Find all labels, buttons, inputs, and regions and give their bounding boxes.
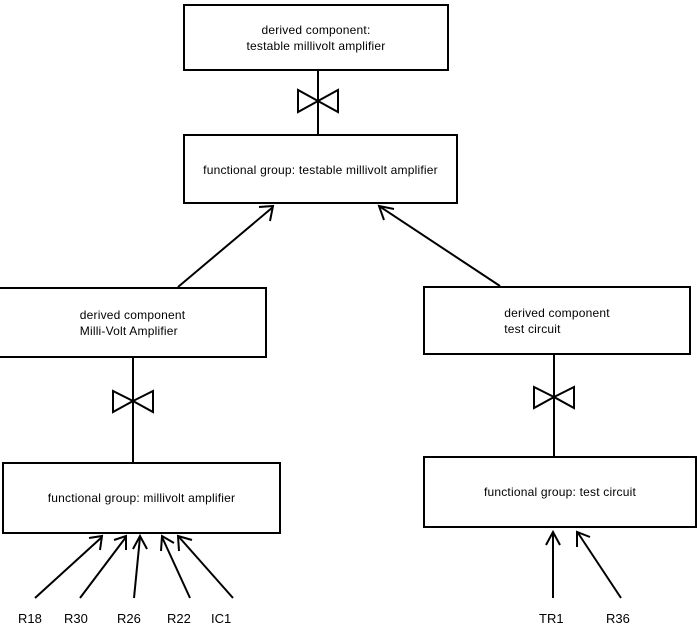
arrow-r18	[34, 534, 104, 599]
node-fg-testable-millivolt-amplifier[interactable]: functional group: testable millivolt amp…	[183, 134, 458, 204]
leaf-label-r30: R30	[64, 611, 88, 626]
arrow-tr1	[545, 529, 561, 598]
node-label-line2: testable millivolt amplifier	[246, 38, 386, 53]
bowtie-right-icon	[533, 385, 575, 410]
node-fg-millivolt-amplifier[interactable]: functional group: millivolt amplifier	[2, 462, 281, 534]
node-label-line2: Milli-Volt Amplifier	[79, 323, 178, 338]
node-label-line1: functional group: test circuit	[483, 485, 637, 499]
node-label-line2: test circuit	[504, 321, 561, 336]
node-fg-test-circuit[interactable]: functional group: test circuit	[423, 456, 697, 528]
leaf-label-tr1: TR1	[539, 611, 564, 626]
node-label-line1: functional group: millivolt amplifier	[47, 491, 236, 505]
bowtie-top-icon	[297, 88, 339, 114]
node-label: derived component:testable millivolt amp…	[247, 22, 386, 54]
node-label-line1: derived component:	[261, 22, 371, 37]
node-label-line1: derived component	[504, 305, 610, 320]
node-label: functional group: testable millivolt amp…	[203, 162, 438, 178]
node-derived-testable-millivolt-amplifier[interactable]: derived component:testable millivolt amp…	[183, 4, 449, 71]
node-label-line1: derived component	[79, 307, 186, 322]
leaf-label-r22: R22	[167, 611, 191, 626]
arrow-r36	[576, 530, 622, 599]
node-label-line1: functional group: testable millivolt amp…	[203, 163, 438, 177]
node-label: functional group: test circuit	[484, 484, 636, 500]
arrow-r22	[160, 534, 191, 599]
leaf-label-r36: R36	[606, 611, 630, 626]
leaf-label-ic1: IC1	[211, 611, 232, 626]
arrow-r30	[79, 534, 127, 599]
node-label: functional group: millivolt amplifier	[48, 490, 235, 506]
leaf-label-r26: R26	[117, 611, 141, 626]
arrow-r26	[132, 533, 148, 599]
leaf-label-r18: R18	[18, 611, 42, 626]
arrow-ic1	[176, 534, 234, 599]
bowtie-left-icon	[112, 389, 154, 414]
arrow-test-circuit-to-testable	[377, 204, 501, 287]
arrow-milli-volt-to-testable	[177, 204, 275, 288]
